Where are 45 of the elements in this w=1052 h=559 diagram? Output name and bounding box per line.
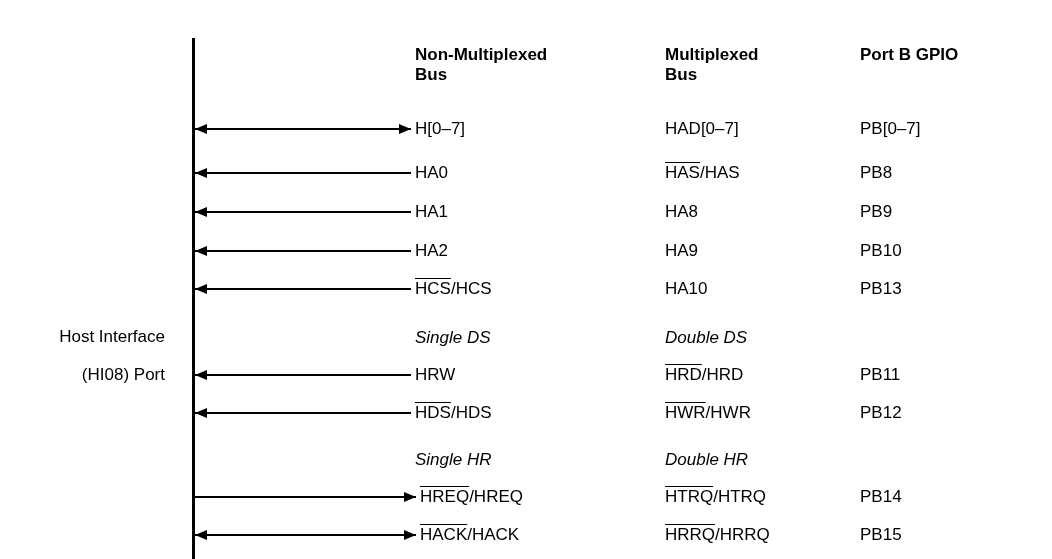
pin-name: PB12	[860, 403, 902, 423]
mode-label: Single HR	[415, 450, 492, 470]
pin-name: PB[0–7]	[860, 119, 921, 139]
signal-name: HACK/HACK	[420, 525, 520, 545]
signal-name: HAS/HAS	[665, 163, 740, 183]
arrow	[194, 530, 417, 540]
signal-name: HRW	[415, 365, 456, 385]
arrow	[194, 207, 412, 217]
signal-name: HDS/HDS	[415, 403, 492, 423]
port-label: Host Interface (HI08) Port	[58, 326, 165, 386]
pin-name: PB9	[860, 202, 893, 222]
pin-name: PB15	[860, 525, 902, 545]
pin-name: PB11	[860, 365, 901, 385]
signal-name: HA1	[415, 202, 449, 222]
arrow	[194, 124, 412, 134]
signal-name: HRD/HRD	[665, 365, 744, 385]
signal-name: HAD[0–7]	[665, 119, 739, 139]
column-header: Multiplexed Bus	[665, 45, 760, 85]
signal-name: HA8	[665, 202, 699, 222]
arrow	[194, 408, 412, 418]
pin-name: PB14	[860, 487, 902, 507]
arrow	[194, 370, 412, 380]
signal-name: HRRQ/HRRQ	[665, 525, 770, 545]
signal-name: HA0	[415, 163, 449, 183]
signal-name: HA10	[665, 279, 708, 299]
signal-name: HA9	[665, 241, 699, 261]
signal-name: HWR/HWR	[665, 403, 751, 423]
column-header: Port B GPIO	[860, 45, 959, 65]
mode-label: Single DS	[415, 328, 491, 348]
chip-boundary-line	[192, 38, 195, 559]
signal-name: HCS/HCS	[415, 279, 492, 299]
column-header: Non-Multiplexed Bus	[415, 45, 549, 85]
arrow	[194, 168, 412, 178]
signal-name: H[0–7]	[415, 119, 466, 139]
mode-label: Double HR	[665, 450, 749, 470]
signal-name: HA2	[415, 241, 449, 261]
signal-name: HTRQ/HTRQ	[665, 487, 767, 507]
pin-name: PB8	[860, 163, 893, 183]
signal-name: HREQ/HREQ	[420, 487, 523, 507]
pin-name: PB13	[860, 279, 902, 299]
arrow	[194, 246, 412, 256]
mode-label: Double DS	[665, 328, 748, 348]
arrow	[194, 492, 417, 502]
arrow	[194, 284, 412, 294]
pin-name: PB10	[860, 241, 902, 261]
